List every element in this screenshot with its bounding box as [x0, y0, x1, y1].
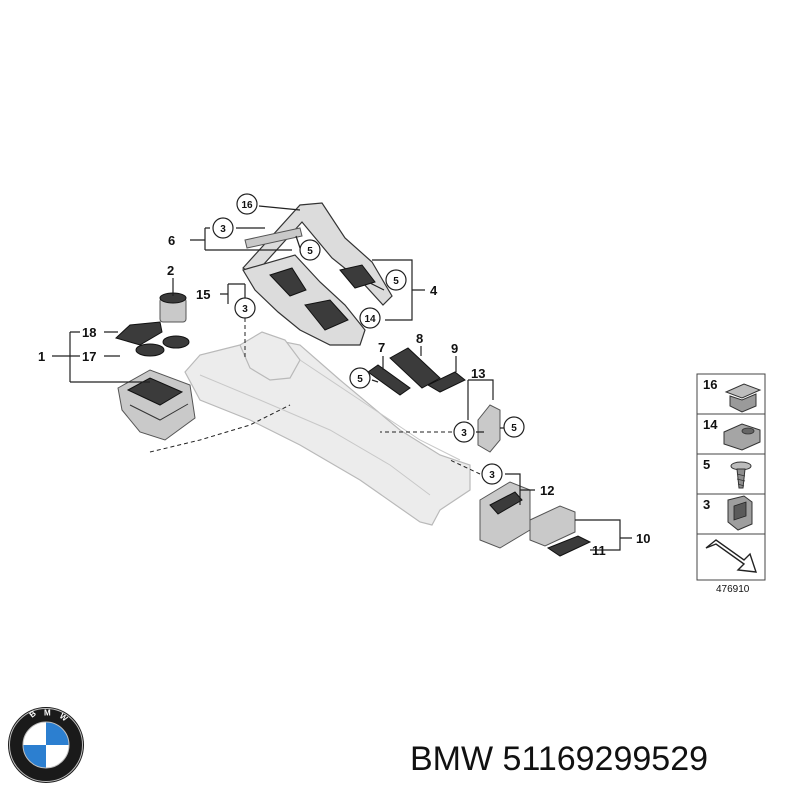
label-18: 18 — [82, 325, 96, 340]
label-15: 15 — [196, 287, 210, 302]
legend-num-5: 5 — [703, 457, 710, 472]
svg-text:3: 3 — [242, 304, 248, 315]
callout-3-b: 3 — [234, 297, 256, 319]
label-6: 6 — [168, 233, 175, 248]
cup-holder-assembly — [115, 292, 291, 453]
callout-3-c: 3 — [453, 421, 475, 443]
svg-text:M: M — [44, 709, 51, 718]
center-console-body — [184, 331, 471, 526]
clip-14-icon — [723, 423, 761, 451]
trim-panels-7-8-9 — [367, 347, 466, 396]
callout-3-d: 3 — [481, 463, 503, 485]
svg-text:W: W — [58, 711, 70, 723]
circled-callouts: 16 3 5 5 14 3 5 3 5 3 — [212, 193, 525, 485]
svg-text:3: 3 — [489, 470, 495, 481]
legend-num-14: 14 — [703, 417, 718, 432]
callout-5-b: 5 — [385, 269, 407, 291]
clip-3-icon — [727, 495, 753, 531]
label-1: 1 — [38, 349, 45, 364]
svg-text:B: B — [28, 709, 38, 720]
brand-part-number-label: BMW 51169299529 — [410, 740, 709, 778]
svg-text:5: 5 — [307, 246, 313, 257]
callout-16: 16 — [236, 193, 258, 215]
legend-num-16: 16 — [703, 377, 717, 392]
console-top-trim — [242, 202, 393, 346]
legend-num-3: 3 — [703, 497, 710, 512]
callout-5-d: 5 — [503, 416, 525, 438]
label-2: 2 — [167, 263, 174, 278]
bmw-logo: B M W — [8, 707, 84, 783]
label-8: 8 — [416, 331, 423, 346]
fastener-legend: 16 14 5 3 476910 — [696, 373, 766, 595]
label-10: 10 — [636, 531, 650, 546]
svg-text:16: 16 — [241, 200, 253, 211]
label-12: 12 — [540, 483, 554, 498]
leader-lines — [52, 205, 632, 551]
part-number-labels: 1 2 4 6 7 8 9 10 11 12 13 15 17 18 — [38, 233, 650, 558]
label-13: 13 — [471, 366, 485, 381]
label-17: 17 — [82, 349, 96, 364]
diagram-id: 476910 — [716, 584, 750, 595]
svg-text:3: 3 — [461, 428, 467, 439]
svg-text:5: 5 — [357, 374, 363, 385]
svg-text:5: 5 — [393, 276, 399, 287]
callout-3-a: 3 — [212, 217, 234, 239]
svg-text:3: 3 — [220, 224, 226, 235]
callout-5-c: 5 — [349, 367, 371, 389]
screw-5-icon — [730, 461, 752, 489]
svg-text:5: 5 — [511, 423, 517, 434]
clip-16-icon — [724, 383, 762, 413]
trim-panels-10-13 — [477, 404, 592, 557]
callout-14: 14 — [359, 307, 381, 329]
label-4: 4 — [430, 283, 438, 298]
svg-text:14: 14 — [364, 314, 376, 325]
label-7: 7 — [378, 340, 385, 355]
label-11: 11 — [592, 543, 606, 558]
label-9: 9 — [451, 341, 458, 356]
view-arrow-icon — [705, 539, 758, 573]
callout-5-a: 5 — [299, 239, 321, 261]
